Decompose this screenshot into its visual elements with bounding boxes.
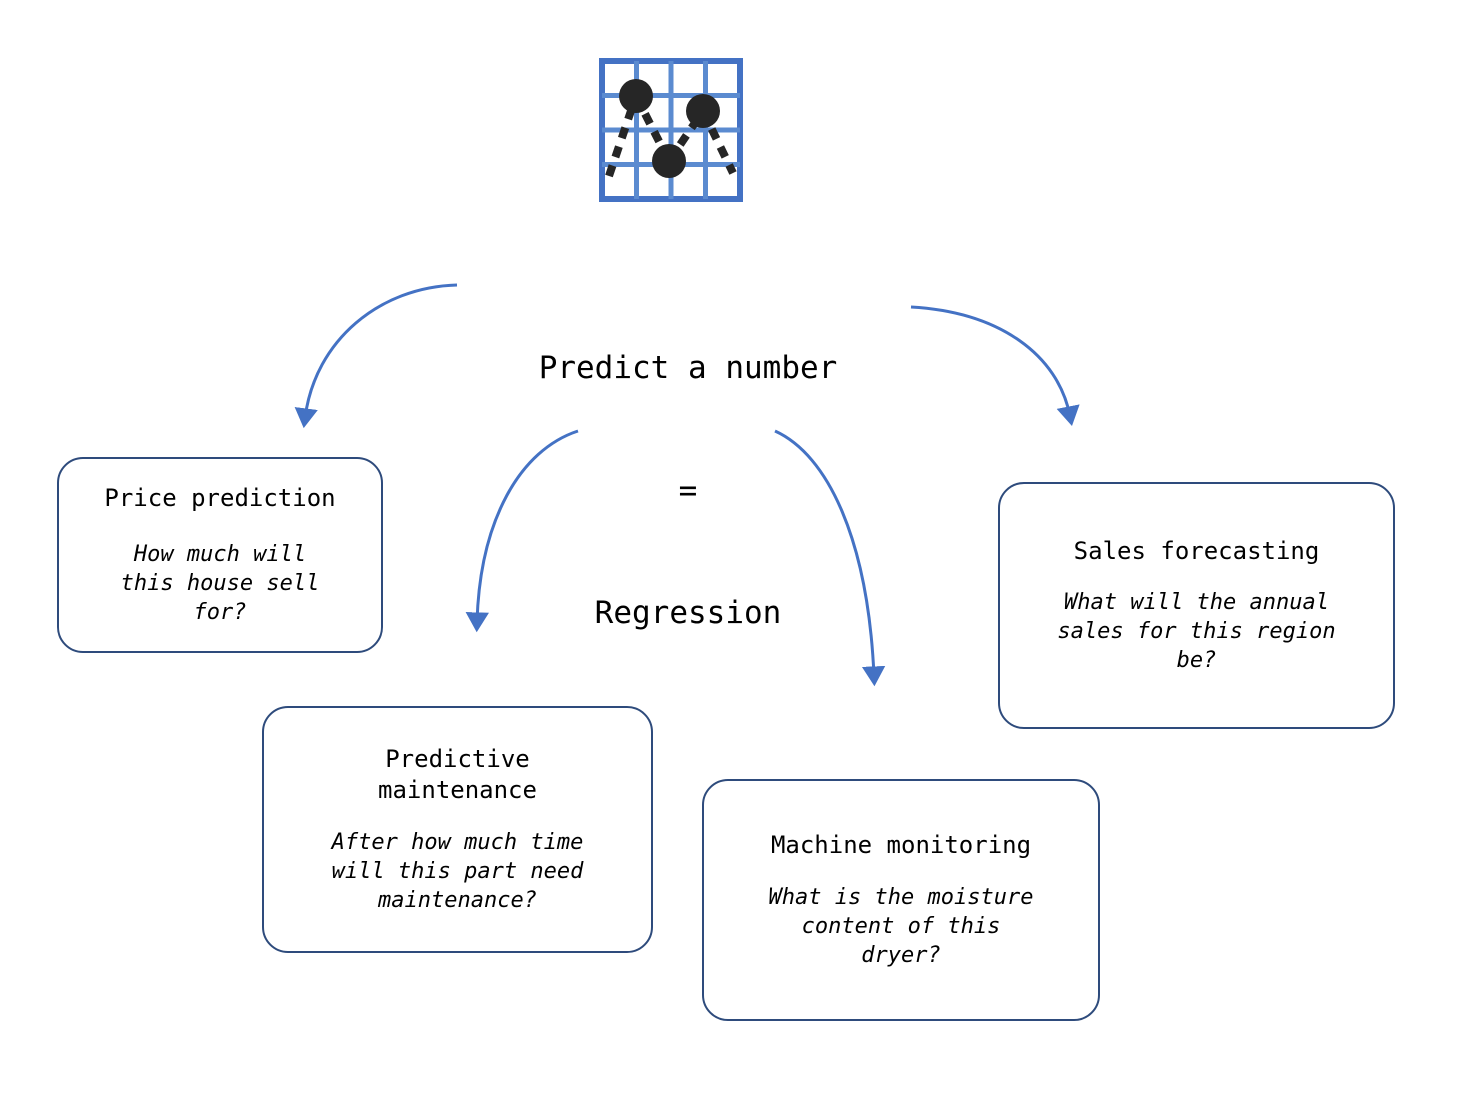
card-question: What is the moisture content of this dry… (768, 884, 1034, 968)
card-title: Machine monitoring (770, 831, 1032, 860)
card-title: Predictive maintenance (378, 745, 537, 804)
title-line-regression: Regression (594, 595, 782, 632)
card-question: How much will this house sell for? (120, 541, 320, 625)
arrow-to-price-prediction (294, 283, 458, 429)
card-predictive-maintenance[interactable]: Predictive maintenance After how much ti… (262, 706, 653, 953)
data-point (619, 79, 653, 113)
regression-chart-icon (599, 58, 743, 202)
card-title: Sales forecasting (1073, 536, 1320, 565)
card-machine-monitoring[interactable]: Machine monitoring What is the moisture … (702, 779, 1100, 1021)
card-question: What will the annual sales for this regi… (1057, 590, 1336, 674)
regression-chart-icon-svg (599, 58, 743, 202)
card-title: Price prediction (104, 484, 336, 513)
title-line-equals: = (678, 472, 698, 509)
diagram-title: Predict a number = Regression (438, 266, 938, 716)
card-sales-forecasting[interactable]: Sales forecasting What will the annual s… (998, 482, 1395, 729)
card-price-prediction[interactable]: Price prediction How much will this hous… (57, 457, 383, 653)
title-line-predict: Predict a number (538, 349, 838, 386)
data-point (652, 144, 686, 178)
data-point (686, 94, 720, 128)
card-question: After how much time will this part need … (331, 829, 584, 913)
